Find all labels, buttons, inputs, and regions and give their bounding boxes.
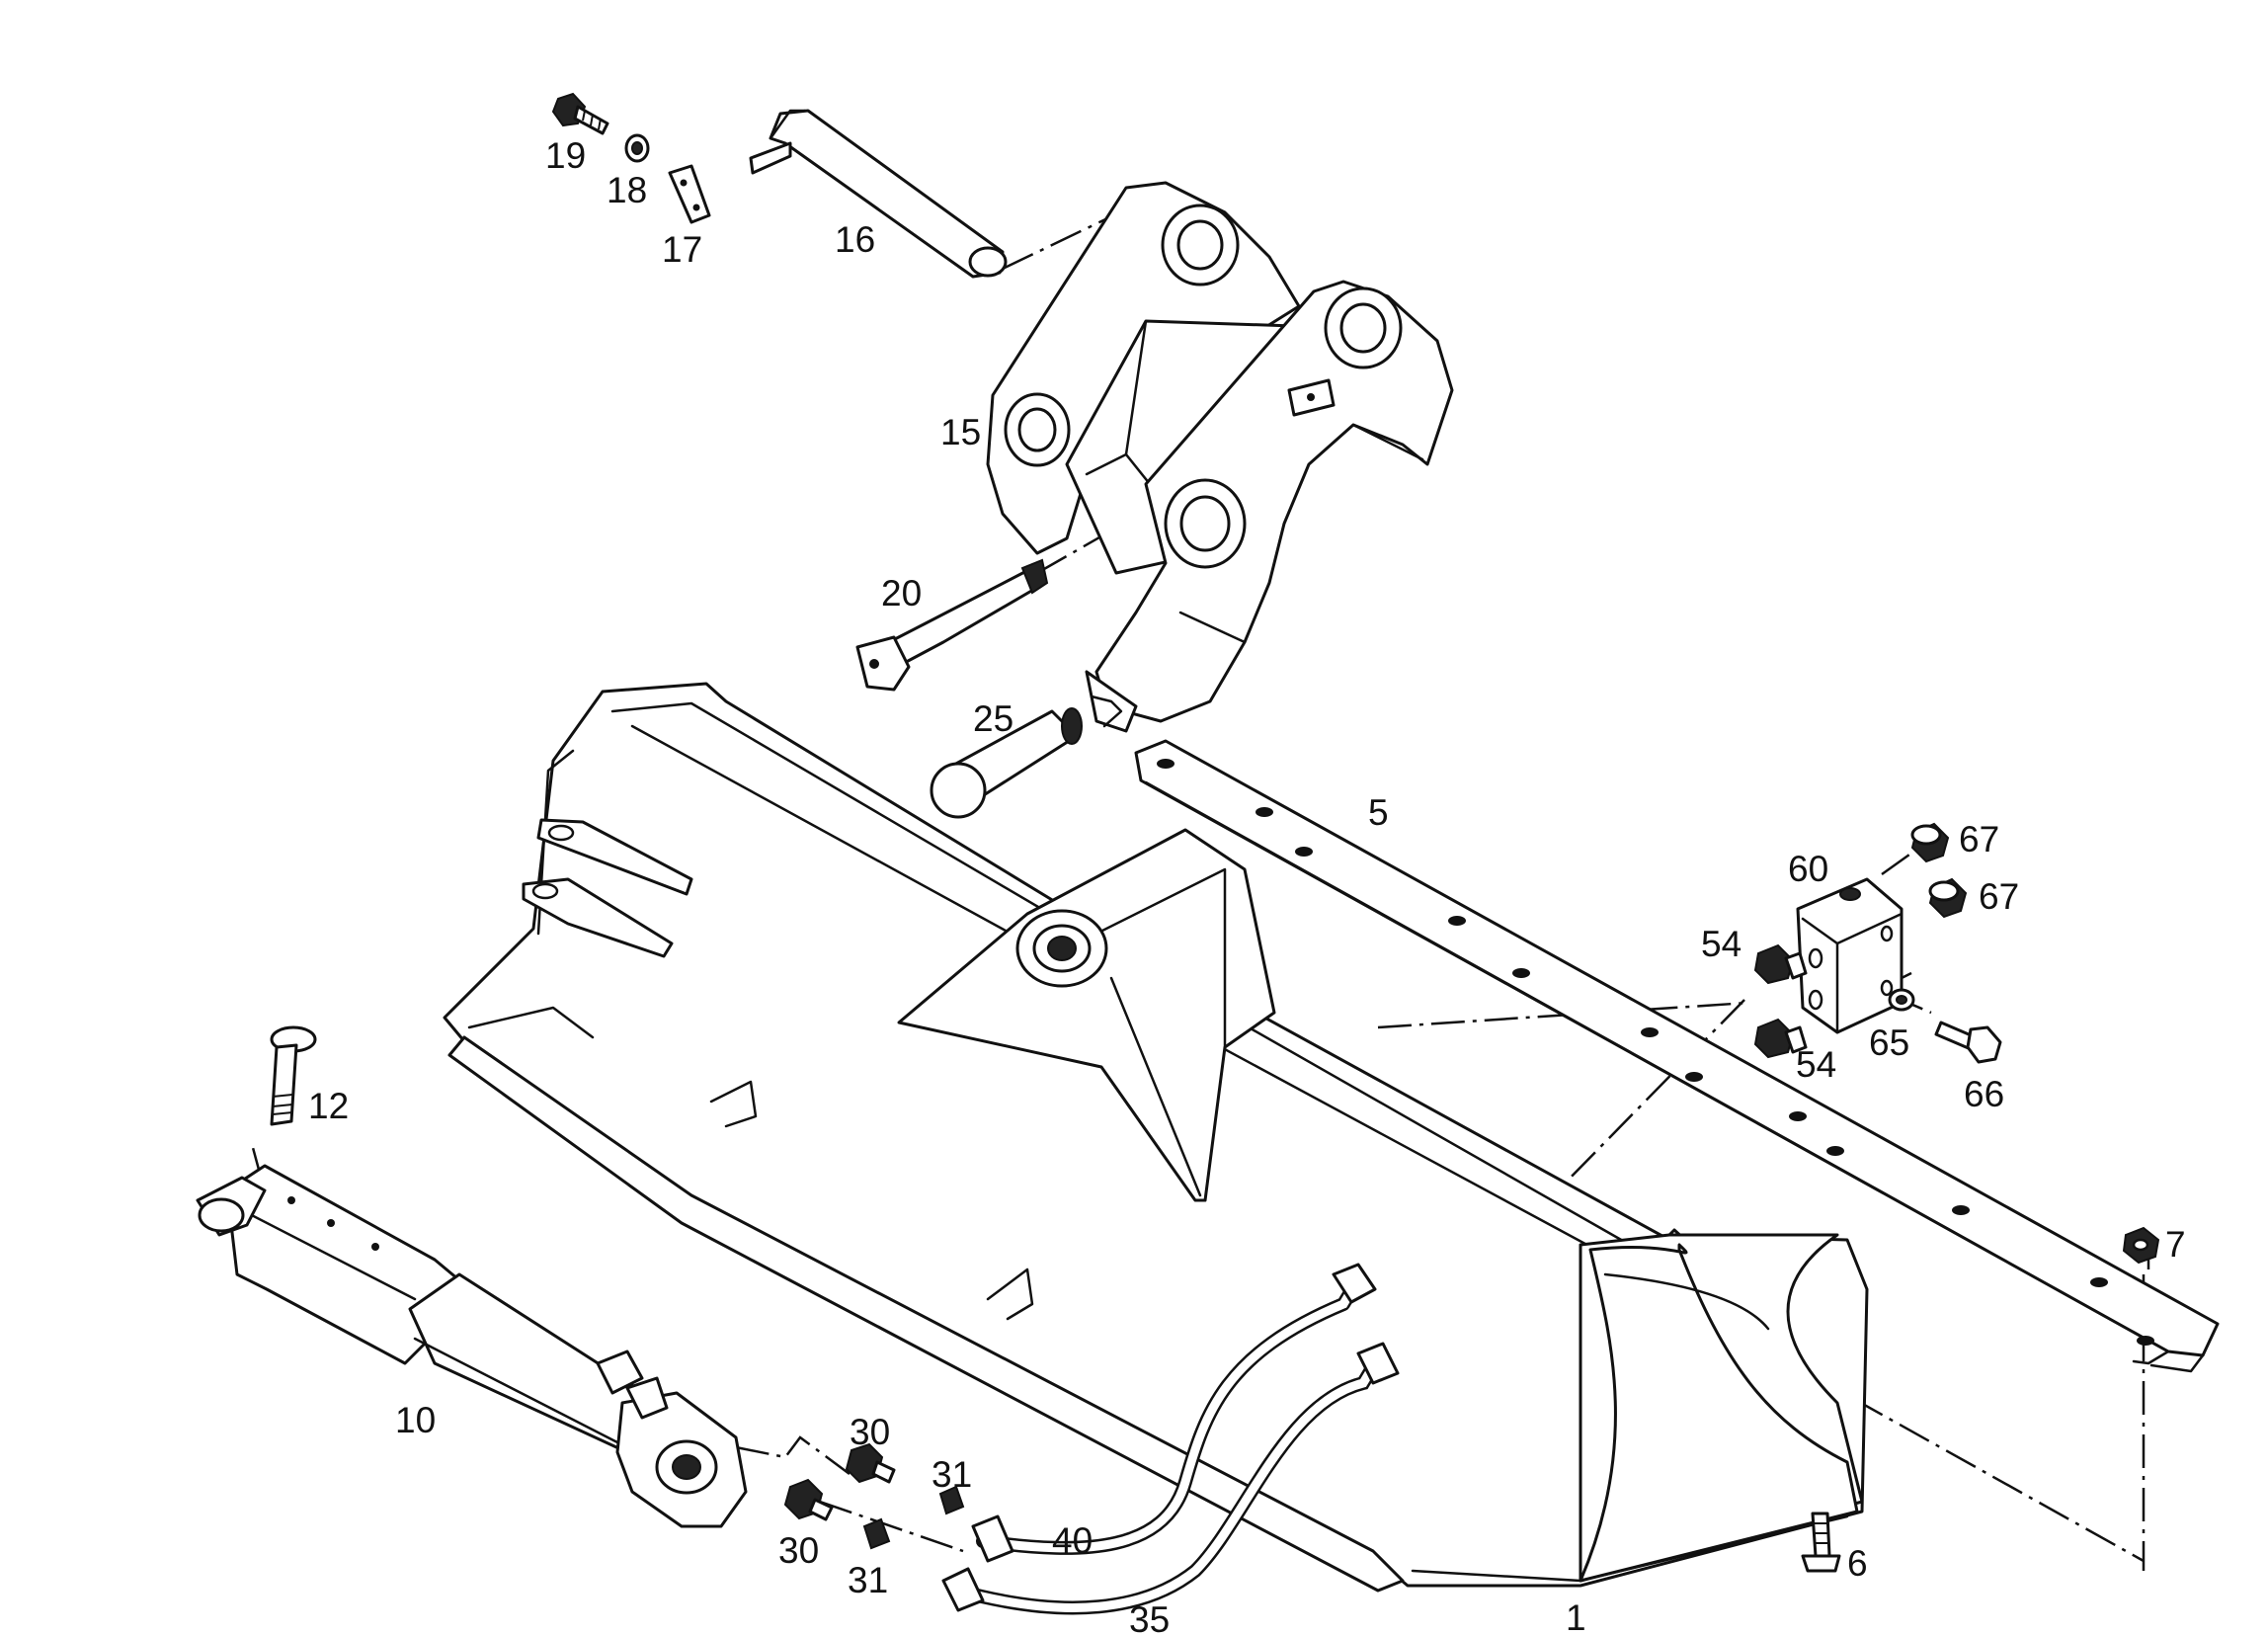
hydraulic-cylinder-part-10 <box>196 1164 748 1528</box>
coupler-frame-part-15 <box>986 181 1454 733</box>
plug-part-67-upper <box>1910 822 1950 863</box>
callout-25: 25 <box>973 698 1013 739</box>
callout-17: 17 <box>662 229 702 270</box>
fitting-part-30-upper <box>845 1442 896 1484</box>
hose-part-40 <box>971 1263 1377 1563</box>
nut-part-7 <box>2122 1226 2160 1265</box>
callout-31-lower: 31 <box>848 1560 888 1600</box>
retainer-plate-part-17 <box>668 164 711 224</box>
pin-part-12 <box>270 1025 317 1126</box>
callout-labels: 19 18 17 16 15 20 25 5 67 67 60 54 54 65… <box>308 135 2186 1636</box>
fitting-part-31-lower <box>862 1517 891 1550</box>
callout-15: 15 <box>940 412 981 452</box>
callout-31-upper: 31 <box>932 1454 972 1495</box>
bolt-part-19 <box>551 92 609 135</box>
callout-54-upper: 54 <box>1701 924 1742 964</box>
pin-part-16 <box>749 109 1008 279</box>
callout-5: 5 <box>1368 792 1389 833</box>
callout-6: 6 <box>1847 1543 1868 1584</box>
callout-30-lower: 30 <box>778 1530 819 1571</box>
plug-part-67-lower <box>1928 877 1968 919</box>
cutting-edge-part-5 <box>1134 739 2220 1373</box>
fitting-part-54-upper <box>1753 943 1808 985</box>
callout-16: 16 <box>835 219 875 260</box>
callout-35: 35 <box>1129 1599 1170 1636</box>
cutting-edge-bolt-holes <box>1157 759 2154 1346</box>
bolt-part-6 <box>1801 1512 1841 1573</box>
callout-67-upper: 67 <box>1959 819 1999 859</box>
callout-66: 66 <box>1964 1074 2004 1114</box>
callout-7: 7 <box>2165 1224 2186 1265</box>
callout-1: 1 <box>1566 1597 1586 1636</box>
callout-10: 10 <box>395 1400 436 1440</box>
callout-19: 19 <box>545 135 586 176</box>
callout-60: 60 <box>1788 849 1828 889</box>
callout-18: 18 <box>607 170 647 210</box>
bucket-part-1 <box>443 682 1869 1593</box>
callout-12: 12 <box>308 1086 349 1126</box>
callout-20: 20 <box>881 573 922 614</box>
fitting-part-54-lower <box>1753 1018 1808 1059</box>
fitting-part-31-upper <box>938 1485 965 1515</box>
valve-block-part-60 <box>1796 877 1904 1034</box>
callout-65: 65 <box>1869 1022 1909 1063</box>
fitting-part-30-lower <box>783 1478 834 1521</box>
callout-40: 40 <box>1052 1520 1093 1561</box>
hose-part-35 <box>941 1342 1400 1615</box>
pin-part-25 <box>930 695 1123 819</box>
bolt-part-66 <box>1934 1021 2002 1064</box>
callout-30-upper: 30 <box>850 1412 890 1452</box>
callout-67-lower: 67 <box>1979 876 2019 917</box>
washer-part-18 <box>624 133 650 163</box>
callout-54-lower: 54 <box>1796 1044 1836 1085</box>
pin-part-20 <box>855 558 1049 692</box>
washer-part-65 <box>1888 988 1915 1012</box>
